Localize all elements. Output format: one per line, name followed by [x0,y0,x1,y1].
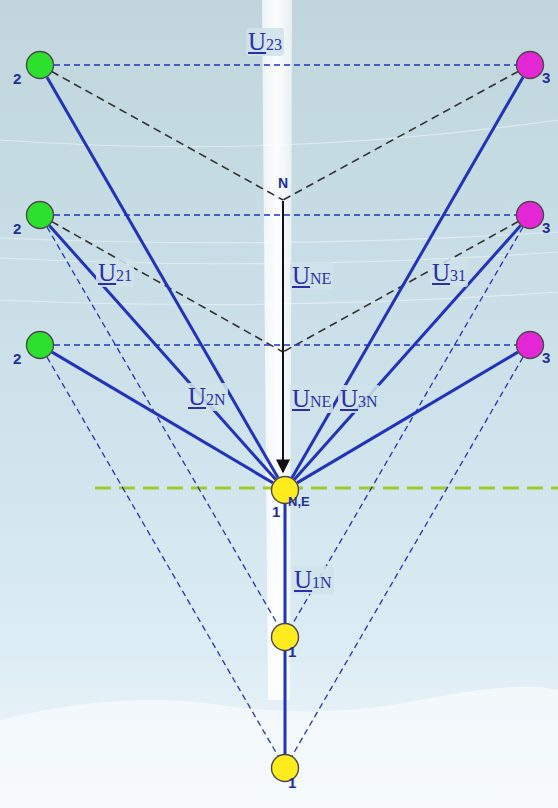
phase-number: 3 [542,350,550,365]
neutral-displacement-arrow [282,201,284,472]
circle-outline [25,200,55,230]
phase-number: 1 [288,644,296,659]
point-circle [517,52,544,79]
phase-number: 3 [542,70,550,85]
dashed-voltage-line [54,214,516,215]
point-circle [517,202,544,229]
star-line [283,65,530,200]
voltage-label: U3N [338,385,380,413]
phase-3-point: 3 [515,50,545,80]
cloud-band [0,687,558,808]
star-point-lines [40,65,530,352]
phase-2-point: 2 [25,330,55,360]
phase-3-point: 3 [515,200,545,230]
phase-number: 3 [542,220,550,235]
phase-number: N,E [288,495,310,508]
voltage-line [297,352,518,483]
phase-2-point: 2 [25,200,55,230]
dashed-voltage-line [54,64,516,65]
phase-number: 2 [13,221,21,236]
circle-outline [25,50,55,80]
voltage-label: U1N [292,566,334,594]
phase-number: 2 [13,351,21,366]
circle-outline [515,330,545,360]
star-line [283,215,530,352]
phase-number: 1 [288,775,296,790]
circle-outline [25,330,55,360]
voltage-label: UNE [290,262,333,290]
voltage-label: U21 [96,259,134,287]
point-circle [27,202,54,229]
phase-number: 1 [272,504,280,519]
point-circle [517,332,544,359]
voltage-label: U23 [246,28,284,56]
voltage-label: UNE [290,385,333,413]
star-line [40,65,283,200]
voltage-label: U2N [186,383,228,411]
phase-2-point: 2 [25,50,55,80]
phase-number: 2 [13,71,21,86]
voltage-line [49,225,275,479]
voltage-label: U31 [430,259,468,287]
power-wire [0,292,558,305]
point-circle [27,52,54,79]
point-circle [27,332,54,359]
star-point-label: N [278,176,288,190]
earth-level-line [95,487,558,490]
dashed-voltage-line [54,344,516,345]
circle-outline [515,200,545,230]
phase-1-point: 1 [270,622,300,652]
phase-3-point: 3 [515,330,545,360]
circle-outline [515,50,545,80]
voltage-line [52,352,273,483]
star-line [40,215,283,352]
dashed-voltage-line [47,227,278,625]
phase-1-point: 1N,E [270,475,300,505]
phase-1-point: 1 [270,753,300,783]
dashed-voltage-line [47,357,278,756]
power-wire [0,232,558,243]
dashed-voltage-line [292,357,523,756]
voltage-line [284,651,287,754]
voltage-line [284,504,287,623]
